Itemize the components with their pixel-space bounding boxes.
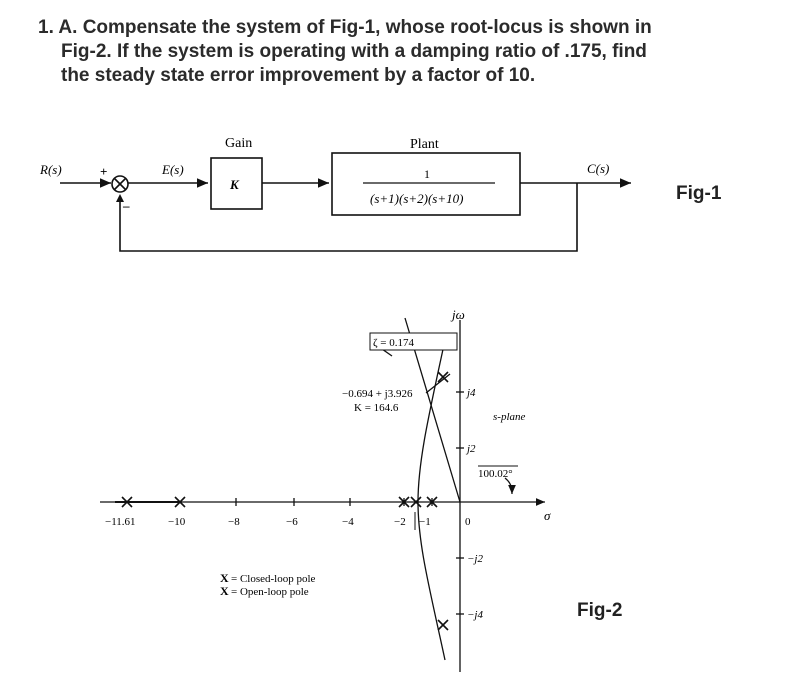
fig2-label: Fig-2 [577, 600, 623, 621]
locus-lower-branch [417, 501, 446, 661]
output-label: C(s) [587, 161, 609, 176]
pole-marker-cl-top [437, 371, 449, 383]
tick-j2: j2 [465, 443, 476, 455]
legend-text-1: = Closed-loop pole [231, 573, 316, 585]
question-line-3: the steady state error improvement by a … [61, 65, 536, 86]
zeta-label: ζ = 0.174 [373, 337, 415, 349]
locus-upper-branch [417, 339, 446, 503]
gain-label: K = 164.6 [354, 402, 399, 414]
fig1-label: Fig-1 [676, 183, 722, 204]
error-label: E(s) [161, 162, 184, 177]
tick-neg11.61: −11.61 [105, 516, 136, 528]
legend-text-2: = Open-loop pole [231, 586, 309, 598]
tick-neg10: −10 [168, 516, 186, 528]
pole-marker-3 [410, 496, 422, 508]
minus-sign: – [122, 198, 130, 213]
summing-junction [111, 175, 129, 193]
tick-j4: j4 [465, 387, 476, 399]
tick-neg4: −4 [342, 516, 354, 528]
pole-marker-4 [426, 496, 438, 508]
plant-block [331, 152, 521, 216]
tick-neg-j2: −j2 [467, 553, 483, 565]
legend: X = Closed-loop pole X = Open-loop pole [220, 571, 316, 598]
tick-neg8: −8 [228, 516, 240, 528]
pole-marker-10 [174, 496, 186, 508]
angle-arrow [504, 477, 516, 495]
question-line-1: 1. A. Compensate the system of Fig-1, wh… [38, 17, 652, 38]
legend-symbol-2: X [220, 584, 229, 598]
pole-marker-1 [121, 496, 133, 508]
input-label: R(s) [39, 162, 62, 177]
tick-neg-j4: −j4 [467, 609, 483, 621]
pole-marker-cl-bottom [437, 619, 449, 631]
plant-denominator: (s+1)(s+2)(s+10) [370, 191, 463, 206]
angle-label: 100.02° [478, 468, 513, 480]
pole-marker-2 [398, 496, 410, 508]
gain-title: Gain [225, 136, 252, 151]
question-text: 1. A. Compensate the system of Fig-1, wh… [38, 16, 758, 88]
tick-0: 0 [465, 516, 471, 528]
question-line-2: Fig-2. If the system is operating with a… [61, 41, 647, 62]
plus-sign: + [100, 164, 107, 179]
sigma-label: σ [544, 508, 551, 523]
tick-neg2: −2 [394, 516, 406, 528]
legend-symbol-1: X [220, 571, 229, 585]
feedback-path [119, 183, 578, 252]
s-plane-label: s-plane [493, 411, 526, 423]
tick-neg1: −1 [419, 516, 431, 528]
jw-label: jω [450, 307, 465, 322]
plant-numerator: 1 [424, 167, 430, 181]
gain-symbol: K [229, 177, 240, 192]
point-label: −0.694 + j3.926 [342, 388, 413, 400]
tick-neg6: −6 [286, 516, 298, 528]
plant-title: Plant [410, 137, 439, 152]
